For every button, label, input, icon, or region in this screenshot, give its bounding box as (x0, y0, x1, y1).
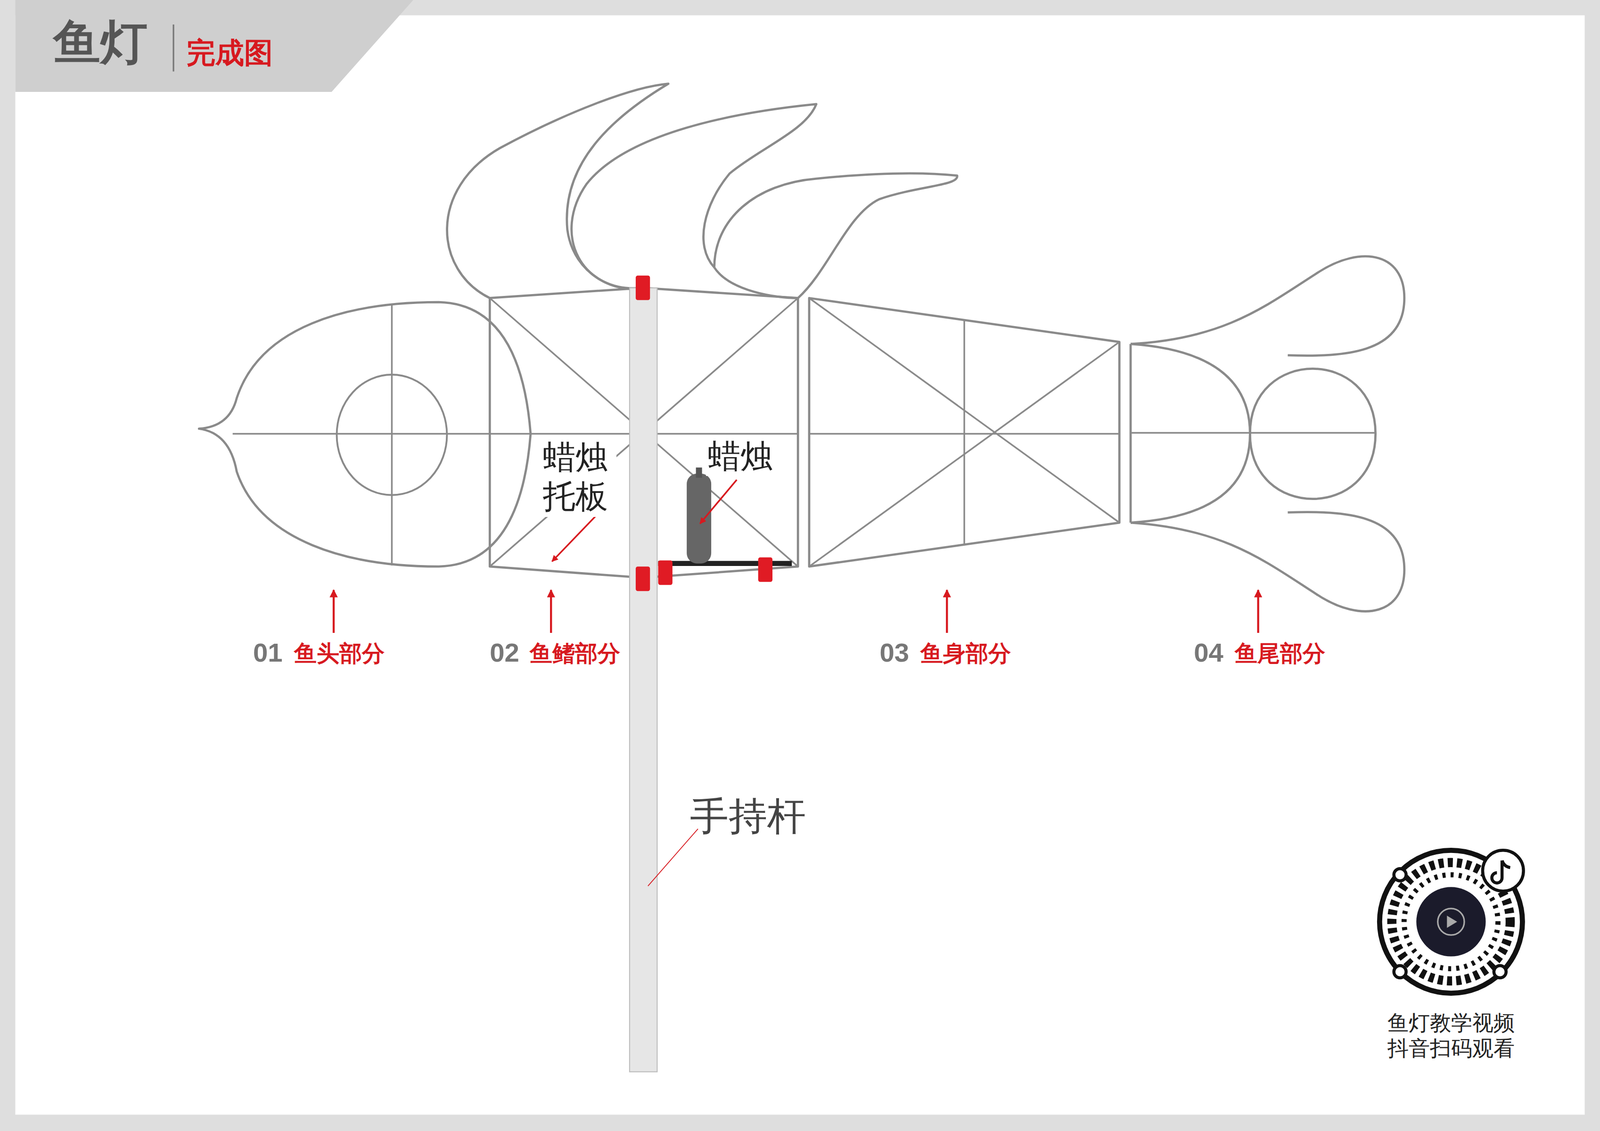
section-label: 鱼尾部分 (1234, 640, 1326, 667)
part-label: 手持杆 (689, 794, 806, 839)
part-label: 蜡烛 托板 (541, 436, 617, 517)
qr-code (1379, 850, 1524, 993)
qr-caption: 鱼灯教学视频 抖音扫码观看 (1382, 1010, 1520, 1062)
section-label: 鱼身部分 (920, 640, 1011, 667)
callout-number: 03 (879, 637, 910, 669)
subtitle: 完成图 (186, 36, 273, 70)
section-label: 鱼头部分 (294, 640, 385, 667)
part-label: 蜡烛 (705, 436, 775, 477)
callout-number: 04 (1193, 637, 1224, 669)
page-title: 鱼灯 (53, 16, 148, 69)
candle (686, 473, 712, 564)
callout-number: 01 (253, 637, 283, 669)
title-banner (15, 0, 413, 92)
callout-number: 02 (489, 637, 520, 669)
handle-pole (629, 287, 657, 1073)
section-label: 鱼鳍部分 (529, 640, 621, 667)
